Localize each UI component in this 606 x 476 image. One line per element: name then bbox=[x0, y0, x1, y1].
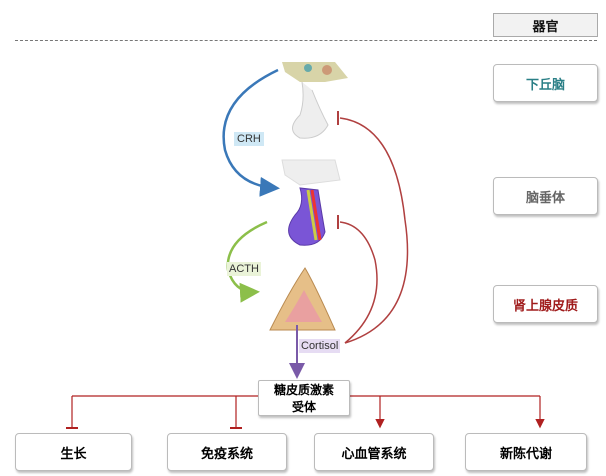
receptor-line1: 糖皮质激素 bbox=[273, 383, 334, 397]
crh-arrow bbox=[222, 68, 280, 197]
acth-label: ACTH bbox=[227, 262, 261, 276]
crh-label: CRH bbox=[234, 132, 264, 146]
effect-metabolism: 新陈代谢 bbox=[465, 433, 587, 471]
cortisol-label: Cortisol bbox=[299, 339, 341, 353]
receptor-line2: 受体 bbox=[291, 400, 316, 414]
effect-connectors bbox=[66, 395, 545, 429]
divider bbox=[15, 40, 597, 41]
hypothalamus-image bbox=[282, 62, 348, 139]
adrenal-image bbox=[269, 267, 336, 331]
organ-header: 器官 bbox=[493, 13, 598, 37]
acth-arrow bbox=[226, 220, 268, 303]
effect-immune: 免疫系统 bbox=[167, 433, 287, 471]
pituitary-image bbox=[281, 159, 341, 246]
feedback-hypothalamus bbox=[339, 117, 409, 344]
effect-cardiovascular: 心血管系统 bbox=[314, 433, 434, 471]
organ-hypothalamus: 下丘脑 bbox=[493, 64, 598, 102]
organ-pituitary: 脑垂体 bbox=[493, 177, 598, 215]
effect-growth: 生长 bbox=[15, 433, 132, 471]
organ-adrenal-cortex: 肾上腺皮质 bbox=[493, 285, 598, 323]
feedback-pituitary bbox=[339, 221, 378, 344]
receptor-box: 糖皮质激素 受体 bbox=[258, 380, 350, 416]
